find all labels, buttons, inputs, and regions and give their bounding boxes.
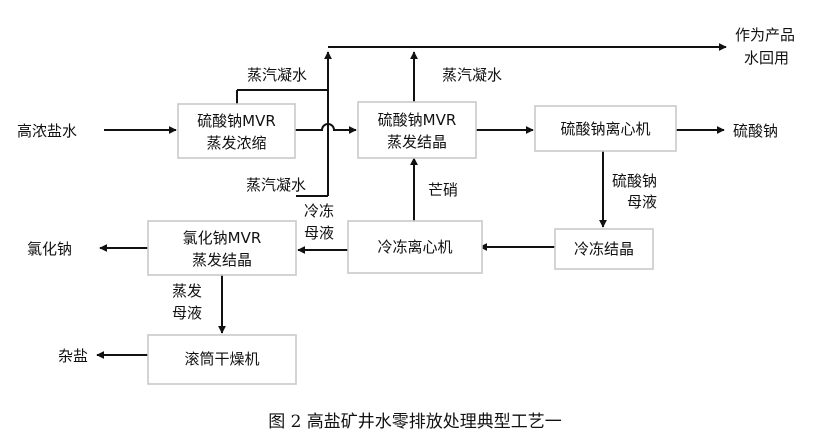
svg-text:硫酸钠MVR: 硫酸钠MVR	[197, 112, 276, 130]
freeze-mother-liquor-line1: 冷冻	[304, 202, 334, 220]
evap-mother-liquor-line2: 母液	[172, 304, 202, 322]
svg-text:冷冻结晶: 冷冻结晶	[574, 240, 634, 258]
flow-lines	[96, 43, 727, 359]
sulfate-mother-liquor-line2: 母液	[627, 193, 657, 211]
svg-text:硫酸钠MVR: 硫酸钠MVR	[378, 111, 457, 129]
box-drum-dryer: 滚筒干燥机	[147, 334, 297, 385]
box-freeze-centrifuge: 冷冻离心机	[347, 220, 483, 274]
output-product-water-line1: 作为产品	[735, 26, 795, 44]
output-sodium-chloride-label: 氯化钠	[27, 240, 72, 258]
box-sodium-sulfate-mvr-concentration: 硫酸钠MVR 蒸发浓缩	[177, 103, 296, 159]
box-freeze-crystallization: 冷冻结晶	[554, 228, 654, 270]
box-sodium-sulfate-centrifuge: 硫酸钠离心机	[534, 105, 677, 152]
arrow-mvr1-to-mvr2	[295, 123, 357, 134]
condensate-label-3: 蒸汽凝水	[246, 176, 306, 194]
glauber-salt-label: 芒硝	[428, 181, 458, 199]
figure-caption: 图 2 高盐矿井水零排放处理典型工艺一	[268, 412, 562, 432]
svg-text:蒸发结晶: 蒸发结晶	[192, 251, 252, 269]
svg-text:氯化钠MVR: 氯化钠MVR	[183, 229, 262, 247]
condensate-label-1: 蒸汽凝水	[247, 66, 307, 84]
input-label: 高浓盐水	[17, 122, 77, 140]
svg-text:冷冻离心机: 冷冻离心机	[377, 238, 452, 256]
svg-text:滚筒干燥机: 滚筒干燥机	[184, 350, 259, 368]
svg-text:蒸发结晶: 蒸发结晶	[387, 133, 447, 151]
box-sodium-sulfate-mvr-crystallization: 硫酸钠MVR 蒸发结晶	[357, 101, 477, 159]
output-sodium-sulfate-label: 硫酸钠	[733, 122, 778, 140]
output-product-water-line2: 水回用	[744, 49, 789, 67]
sulfate-mother-liquor-line1: 硫酸钠	[612, 172, 657, 190]
svg-text:硫酸钠离心机: 硫酸钠离心机	[560, 120, 650, 138]
output-mixed-salt-label: 杂盐	[58, 347, 88, 365]
box-sodium-chloride-mvr-crystallization: 氯化钠MVR 蒸发结晶	[147, 220, 297, 276]
evap-mother-liquor-line1: 蒸发	[172, 282, 202, 300]
freeze-mother-liquor-line2: 母液	[304, 224, 334, 242]
svg-text:蒸发浓缩: 蒸发浓缩	[206, 134, 266, 152]
condensate-label-2: 蒸汽凝水	[442, 66, 502, 84]
